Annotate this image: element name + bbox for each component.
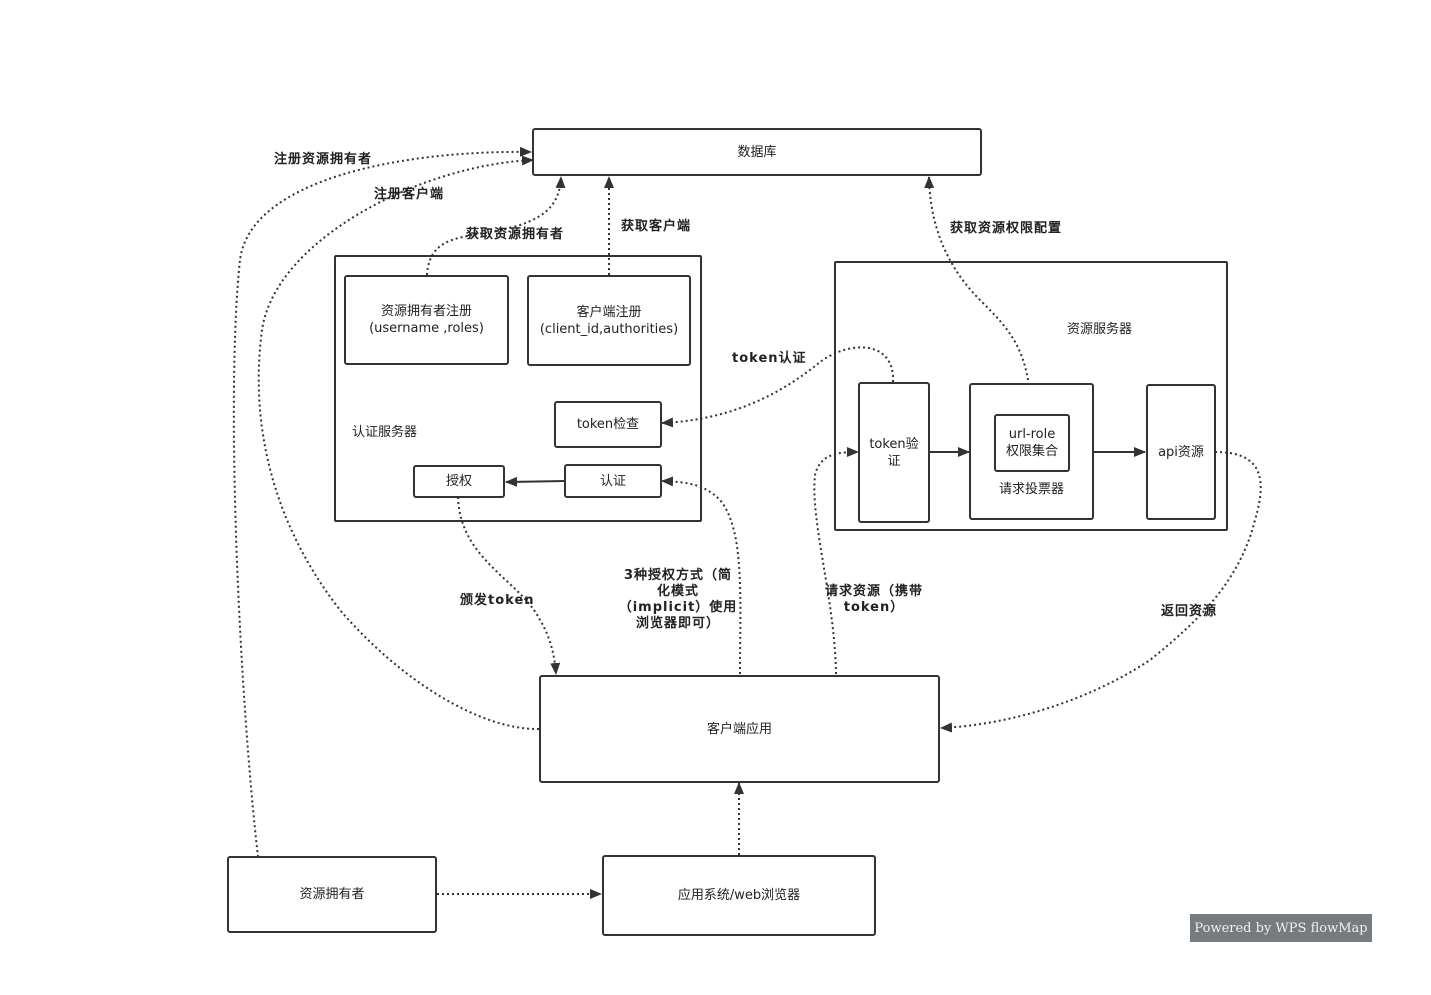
owner-register-label: 资源拥有者注册 (username ,roles): [369, 304, 484, 336]
token-verify-node[interactable]: token验 证: [858, 382, 930, 523]
client-register-label: 客户端注册 (client_id,authorities): [539, 304, 679, 337]
resource-owner-label: 资源拥有者: [299, 887, 365, 902]
authenticate-node[interactable]: 认证: [564, 464, 662, 498]
owner-register-node[interactable]: 资源拥有者注册 (username ,roles): [344, 275, 509, 365]
auth-server-group: [334, 255, 702, 522]
edge-label-token-auth: token认证: [732, 351, 807, 366]
edge-return-resource: [940, 451, 1262, 733]
edge-label-register-owner: 注册资源拥有者: [274, 152, 373, 167]
url-role-node[interactable]: url-role 权限集合: [994, 414, 1070, 472]
database-label: 数据库: [737, 144, 777, 160]
edge-label-get-owner: 获取资源拥有者: [466, 227, 565, 242]
edge-label-get-permissions: 获取资源权限配置: [950, 221, 1063, 236]
edge-get-owner: [426, 176, 566, 276]
edge-label-issue-token: 颁发token: [460, 593, 535, 608]
client-app-node[interactable]: 客户端应用: [539, 675, 940, 783]
database-node[interactable]: 数据库: [532, 128, 982, 176]
edge-label-get-client: 获取客户端: [621, 219, 692, 234]
vote-manager-label: 请求投票器: [998, 482, 1064, 497]
browser-label: 应用系统/web浏览器: [677, 888, 801, 903]
resource-owner-node[interactable]: 资源拥有者: [227, 856, 437, 933]
token-verify-label: token验 证: [869, 436, 919, 469]
edge-register-client: [257, 155, 540, 731]
edge-label-register-client: 注册客户端: [374, 187, 445, 202]
token-check-node[interactable]: token检查: [554, 401, 662, 448]
edge-get-permissions: [924, 176, 1032, 416]
edge-issue-token: [457, 496, 561, 675]
token-check-label: token检查: [576, 417, 640, 432]
resource-server-label: 资源服务器: [1067, 322, 1133, 337]
client-app-label: 客户端应用: [706, 721, 772, 737]
edge-label-return-resource: 返回资源: [1161, 604, 1218, 619]
edge-register-owner: [232, 146, 532, 858]
url-role-label: url-role 权限集合: [1005, 427, 1058, 459]
edge-label-grant-modes: 3种授权方式（简 化模式 （implicit）使用 浏览器即可）: [618, 568, 738, 631]
api-resource-label: api资源: [1158, 444, 1204, 460]
grant-node[interactable]: 授权: [413, 465, 505, 498]
edge-authenticate-to-grant: [505, 476, 566, 487]
grant-label: 授权: [445, 474, 472, 489]
resource-server-group: [834, 261, 1228, 531]
authenticate-label: 认证: [599, 473, 626, 489]
api-resource-node[interactable]: api资源: [1146, 384, 1216, 520]
edge-label-request-resource: 请求资源（携带 token）: [824, 584, 923, 615]
auth-server-label: 认证服务器: [352, 425, 418, 440]
browser-node[interactable]: 应用系统/web浏览器: [602, 855, 876, 936]
client-register-node[interactable]: 客户端注册 (client_id,authorities): [527, 275, 691, 366]
edge-token-auth: [661, 346, 895, 428]
powered-by-badge[interactable]: Powered by WPS flowMap: [1190, 914, 1372, 942]
